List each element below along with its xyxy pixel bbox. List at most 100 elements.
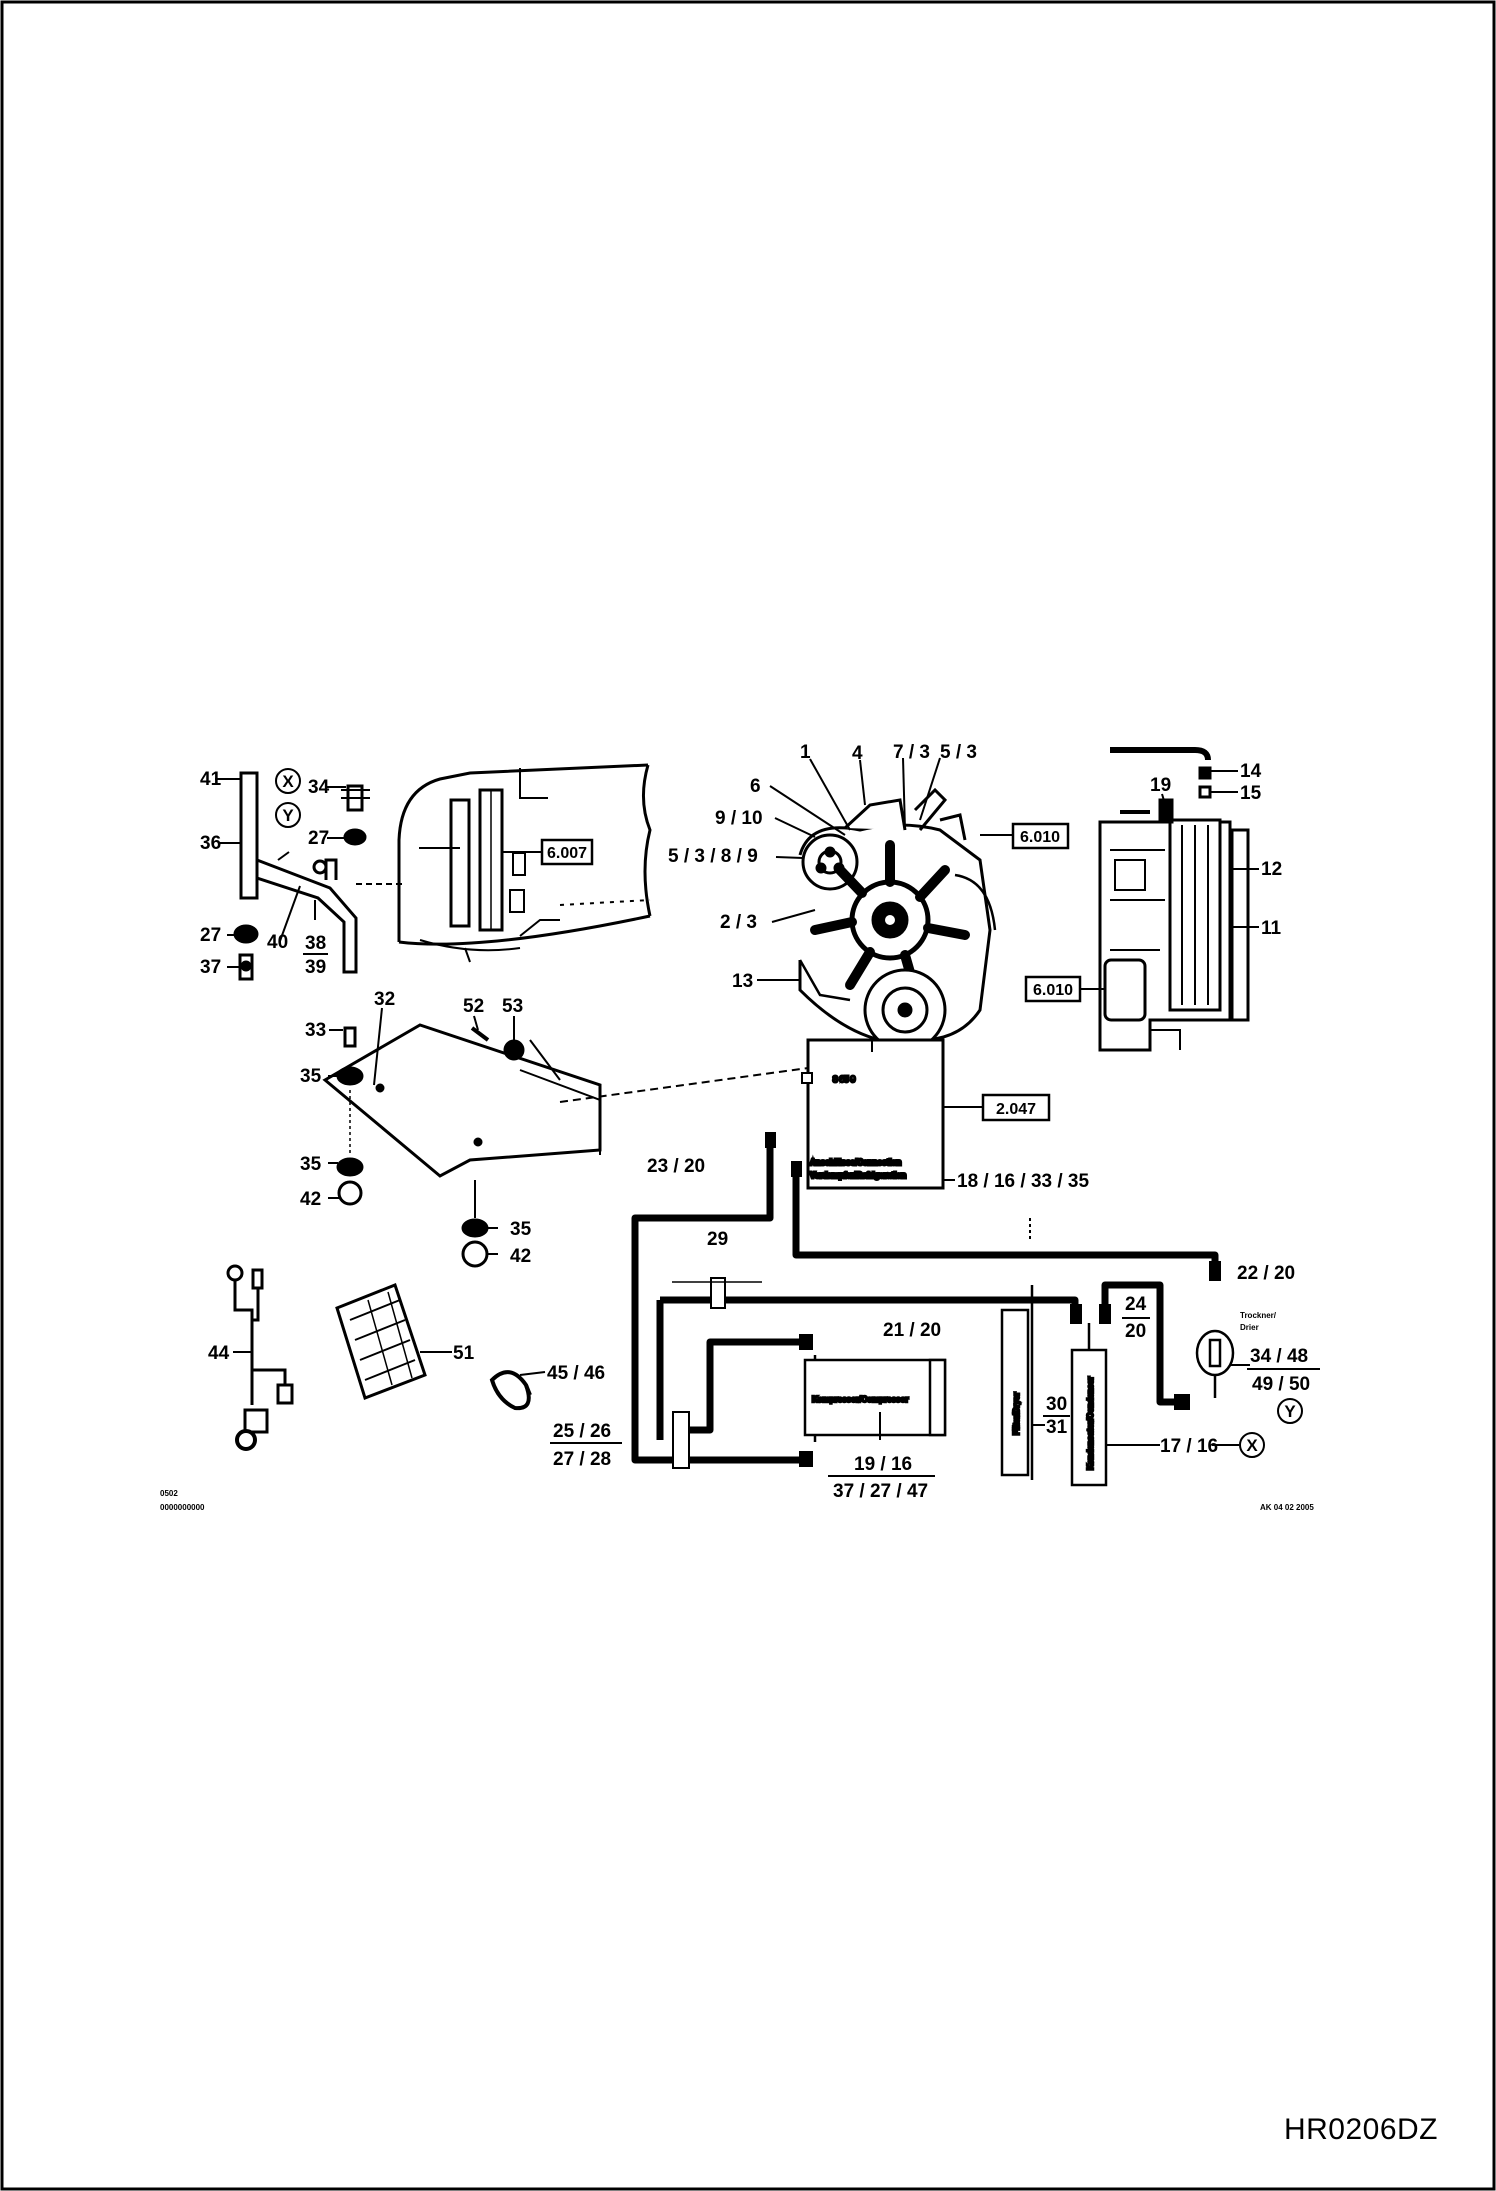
evap-conn-text-1: Anschlüsse/Connection [810, 1158, 901, 1167]
trockner-text: Trockner/ [1240, 1311, 1277, 1320]
connection-marker-y-right [1277, 1398, 1303, 1424]
label-6: 6 [750, 776, 761, 797]
label-12: 12 [1261, 859, 1282, 880]
ref-6-007-text: 6.007 [547, 845, 587, 862]
label-32: 32 [374, 989, 395, 1010]
part-number-labels: 41 36 27 37 34 27 40 38 39 1 4 7 / 3 5 /… [200, 742, 1320, 1502]
label-35a: 35 [300, 1066, 322, 1087]
label-51: 51 [453, 1343, 475, 1364]
label-21-20: 21 / 20 [883, 1320, 941, 1341]
connection-marker-y [275, 802, 301, 828]
control-module-51 [335, 1283, 427, 1400]
label-45-46: 45 / 46 [547, 1363, 605, 1384]
footer-left-text-2: 0000000000 [160, 1503, 205, 1512]
label-14: 14 [1240, 761, 1262, 782]
label-34: 34 [308, 777, 330, 798]
cable-tie-leader [519, 1371, 546, 1376]
label-39: 39 [305, 957, 326, 978]
connection-marker-x-right [1239, 1432, 1265, 1458]
label-29: 29 [707, 1229, 728, 1250]
dryer-leaders [1029, 1218, 1250, 1446]
cable-tie-45 [489, 1370, 532, 1411]
marker-x-right-text: X [1246, 1436, 1258, 1455]
ref-box-6-010-engine[interactable] [1011, 822, 1070, 850]
label-52: 52 [463, 996, 484, 1017]
label-53: 53 [502, 996, 523, 1017]
mounting-plate [322, 1023, 602, 1268]
label-4: 4 [852, 743, 863, 764]
label-38: 38 [305, 933, 326, 954]
footer-right-text: AK 04 02 2005 [1260, 1503, 1314, 1512]
label-37: 37 [200, 957, 221, 978]
connection-marker-x [275, 768, 301, 794]
label-23-20: 23 / 20 [647, 1156, 705, 1177]
label-25-26: 25 / 26 [553, 1421, 611, 1442]
compressor: Kompressor/Compressor [803, 1355, 947, 1442]
evap-conn-text-2: Verdampfer/Refrigeration [810, 1171, 906, 1180]
label-24: 24 [1125, 1294, 1147, 1315]
label-44: 44 [208, 1343, 230, 1364]
ref-2-047-text: 2.047 [996, 1101, 1036, 1118]
plate-leaders [328, 1007, 809, 1255]
filter-text: Filter/Dryer [1012, 1392, 1021, 1435]
marker-y-right-text: Y [1284, 1402, 1296, 1421]
label-40: 40 [267, 932, 288, 953]
marker-y-text: Y [282, 806, 294, 825]
label-49-50: 49 / 50 [1252, 1374, 1310, 1395]
evaporator-leaders [943, 1106, 983, 1181]
ref-6-010-engine-text: 6.010 [1020, 829, 1060, 846]
evap-code-text: 8 65 9 [833, 1075, 856, 1084]
condenser-leaders [1080, 770, 1259, 990]
bracket-leaders [215, 778, 346, 968]
label-42a: 42 [300, 1189, 321, 1210]
label-35b: 35 [300, 1154, 322, 1175]
label-33: 33 [305, 1020, 326, 1041]
evaporator-unit: 8 65 9 Anschlüsse/Connection Verdampfer/… [801, 1038, 945, 1190]
label-34-48: 34 / 48 [1250, 1346, 1308, 1367]
engine-block [798, 787, 997, 1052]
chassis-frame [397, 763, 652, 963]
label-9-10: 9 / 10 [715, 808, 763, 829]
label-19-16: 19 / 16 [854, 1454, 912, 1475]
engine-leaders [757, 757, 1013, 981]
drier-text: Drier [1240, 1323, 1259, 1332]
dryer-receiver: Filter/Dryer Kondensator/Condenser [1000, 1285, 1235, 1487]
label-31: 31 [1046, 1417, 1068, 1438]
compressor-text: Kompressor/Compressor [812, 1395, 908, 1404]
condenser-assembly [1098, 747, 1250, 1052]
label-13: 13 [732, 971, 753, 992]
drawing-code: HR0206DZ [1283, 2113, 1438, 2146]
label-36: 36 [200, 833, 221, 854]
label-2-3: 2 / 3 [720, 912, 757, 933]
hose-fittings [672, 1132, 1221, 1469]
hose-24-20 [1101, 1281, 1175, 1406]
label-5-3: 5 / 3 [940, 742, 977, 763]
ref-box-6-007[interactable] [540, 838, 594, 866]
label-20: 20 [1125, 1321, 1146, 1342]
bracket-assembly [233, 771, 405, 981]
label-35c: 35 [510, 1219, 532, 1240]
label-5-3-8-9: 5 / 3 / 8 / 9 [668, 846, 758, 867]
wiring-harness-44 [226, 1264, 294, 1451]
label-30: 30 [1046, 1394, 1067, 1415]
label-19: 19 [1150, 775, 1171, 796]
hose-compressor-suction [690, 1338, 805, 1434]
label-27b: 27 [308, 828, 329, 849]
ref-box-6-010-condenser[interactable] [1024, 975, 1082, 1003]
hose-25-26 [675, 1452, 812, 1464]
label-37-27-47: 37 / 27 / 47 [833, 1481, 928, 1502]
label-17-16: 17 / 16 [1160, 1436, 1218, 1457]
hose-23-20 [631, 1133, 774, 1464]
ref-6-010-condenser-text: 6.010 [1033, 982, 1073, 999]
marker-x-text: X [282, 772, 294, 791]
label-22-20: 22 / 20 [1237, 1263, 1295, 1284]
label-27-28: 27 / 28 [553, 1449, 611, 1470]
label-15: 15 [1240, 783, 1262, 804]
label-41: 41 [200, 769, 222, 790]
ref-box-2-047[interactable] [981, 1093, 1051, 1122]
label-11: 11 [1261, 918, 1282, 939]
label-42b: 42 [510, 1246, 531, 1267]
label-1: 1 [800, 742, 811, 763]
